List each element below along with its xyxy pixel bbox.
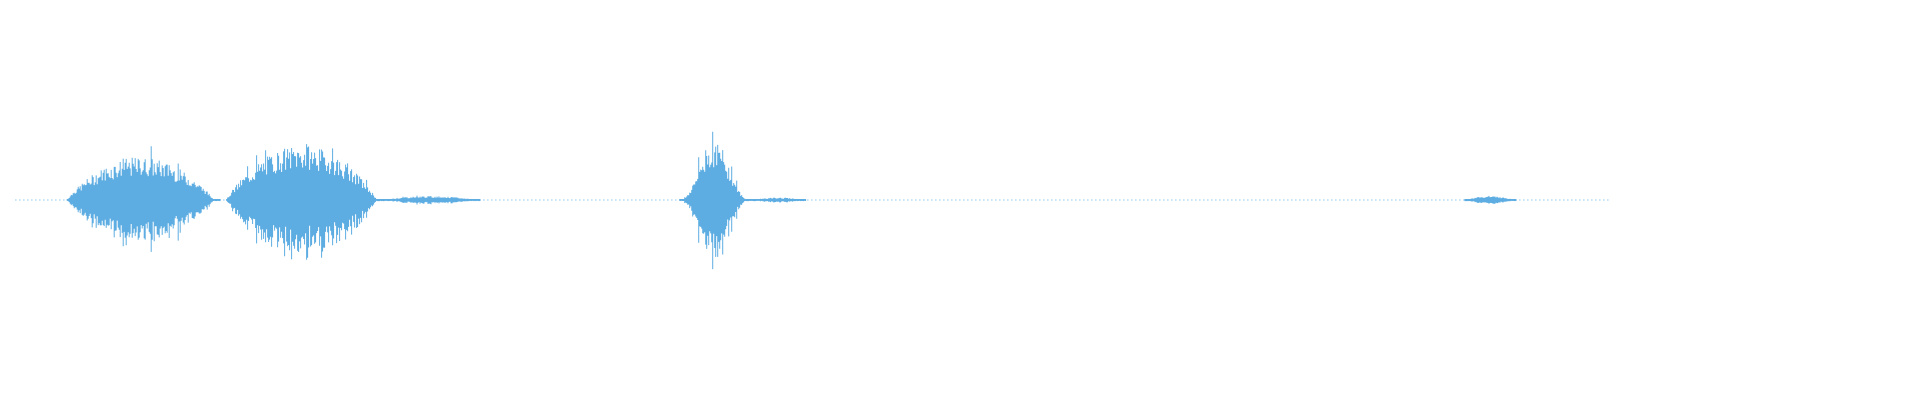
waveform-peaks: [752, 197, 807, 203]
waveform-peaks: [226, 144, 385, 260]
waveform-peaks: [679, 131, 753, 270]
waveform-segment: [679, 131, 753, 270]
waveform-segment: [226, 144, 385, 260]
waveform-segment: [1464, 195, 1517, 204]
waveform-peaks: [66, 146, 221, 252]
waveform-segment: [383, 195, 481, 205]
waveform-peaks: [383, 195, 481, 205]
waveform-segment: [752, 197, 807, 203]
waveform-segment: [66, 146, 221, 252]
waveform-peaks: [1464, 195, 1517, 204]
